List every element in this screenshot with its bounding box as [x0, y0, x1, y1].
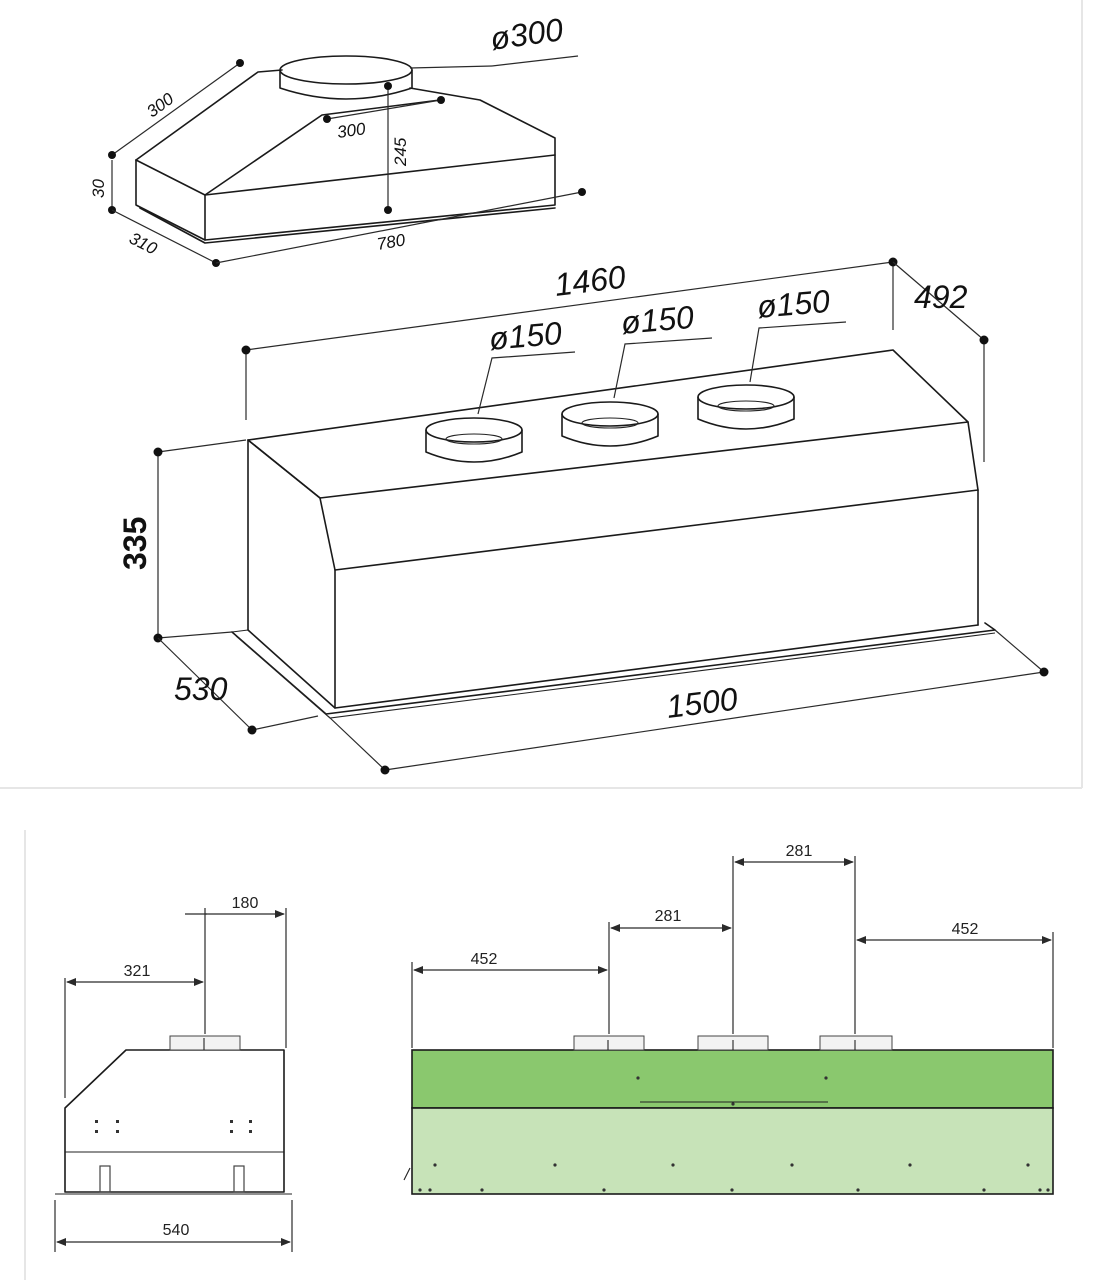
main-slope-face: [319, 421, 979, 571]
dim-label-front-spacing-1: 281: [655, 908, 682, 925]
front-view-drawing: 452 281 281 452: [403, 843, 1054, 1195]
outlet-collar-2: [561, 401, 659, 447]
dim-dot: [578, 188, 586, 196]
main-flange-lip: [235, 632, 996, 719]
small-hood-left-slope: [135, 69, 283, 161]
front-outlet-2: [697, 1035, 769, 1051]
outlet-collar-3: [697, 384, 795, 430]
dim-label-width: 780: [375, 230, 407, 254]
main-side-top: [247, 439, 321, 499]
dim-dot: [108, 151, 116, 159]
dim-line: [326, 99, 442, 120]
extension-line: [251, 715, 319, 731]
front-outlet-1: [573, 1035, 645, 1051]
dim-label-flange: 30: [89, 179, 108, 198]
small-collar-top: [279, 55, 413, 85]
side-view-bracket-left: [99, 1165, 111, 1193]
dim-dot: [437, 96, 445, 104]
small-hood-box: [135, 154, 556, 241]
leader-line: [409, 65, 493, 69]
dim-label-top-width: 1460: [552, 259, 627, 303]
dim-dot: [241, 345, 251, 355]
dim-label-main-height: 335: [117, 517, 153, 570]
outlet-label-3: ø150: [755, 283, 831, 325]
leader-line: [477, 351, 576, 415]
small-hood-drawing: ø300 300 30 310 780 300 245: [89, 11, 586, 267]
front-view-rivets: [418, 1076, 1050, 1192]
front-view-upper-band: [411, 1049, 1054, 1109]
dim-dot: [153, 447, 163, 457]
dim-label-front-left: 452: [471, 951, 498, 968]
dim-label-depth-left: 300: [143, 89, 178, 121]
dim-dot: [247, 725, 257, 735]
small-hood-top-edge: [204, 99, 441, 196]
leader-line: [749, 321, 847, 383]
main-flange-outer: [231, 622, 996, 715]
dim-line: [111, 62, 241, 156]
side-view-rivets: [95, 1120, 252, 1133]
leader-line: [491, 55, 579, 67]
main-hood-drawing: ø150 ø150 ø150 1460 492 335 530 1500: [117, 257, 1049, 775]
dim-label-collar-offset: 300: [336, 119, 367, 142]
dim-line: [892, 261, 985, 341]
dim-line: [384, 671, 1045, 771]
side-view-bracket-right: [233, 1165, 245, 1193]
extension-line: [327, 715, 386, 771]
small-hood-outline: [135, 87, 556, 196]
dim-label-bottom-width: 1500: [664, 681, 739, 725]
dim-dot: [380, 765, 390, 775]
small-collar-body: [279, 69, 413, 100]
outlet-label-1: ø150: [487, 315, 563, 357]
extension-line: [157, 631, 233, 639]
dim-label-top-depth: 492: [914, 279, 968, 315]
outlet-collar-1: [425, 417, 523, 463]
dim-dot: [979, 335, 989, 345]
dim-line: [245, 261, 894, 351]
side-view-drawing: 321 180 540: [54, 895, 293, 1252]
dim-label-bottom-depth: 530: [174, 671, 228, 707]
side-view-body: [64, 1049, 285, 1193]
dim-dot: [236, 59, 244, 67]
front-view-lower-band: [411, 1107, 1054, 1195]
dim-line: [111, 209, 217, 264]
leader-line: [613, 337, 713, 399]
dim-label-front-spacing-2: 281: [786, 843, 813, 860]
dim-label-diameter: ø300: [488, 11, 565, 57]
outlet-label-2: ø150: [619, 299, 695, 341]
side-view-collar: [169, 1035, 241, 1051]
dim-label-side-offset: 321: [124, 963, 151, 980]
main-bottom-edge: [247, 624, 979, 709]
dim-dot: [323, 115, 331, 123]
front-outlet-3: [819, 1035, 893, 1051]
extension-line: [157, 439, 247, 453]
dim-label-height: 245: [391, 137, 410, 167]
dim-line: [215, 191, 583, 264]
dim-label-side-outlet: 180: [232, 895, 259, 912]
dim-label-depth-bottom: 310: [126, 229, 160, 259]
main-flange-corner: [231, 629, 249, 633]
extension-line: [994, 629, 1045, 673]
front-view-tab: [403, 1167, 411, 1181]
dim-label-front-right: 452: [952, 921, 979, 938]
dim-dot: [384, 206, 392, 214]
dim-label-side-depth: 540: [163, 1222, 190, 1239]
main-top-face: [247, 349, 969, 499]
dim-dot: [384, 82, 392, 90]
dim-dot: [1039, 667, 1049, 677]
dim-line: [157, 637, 253, 731]
